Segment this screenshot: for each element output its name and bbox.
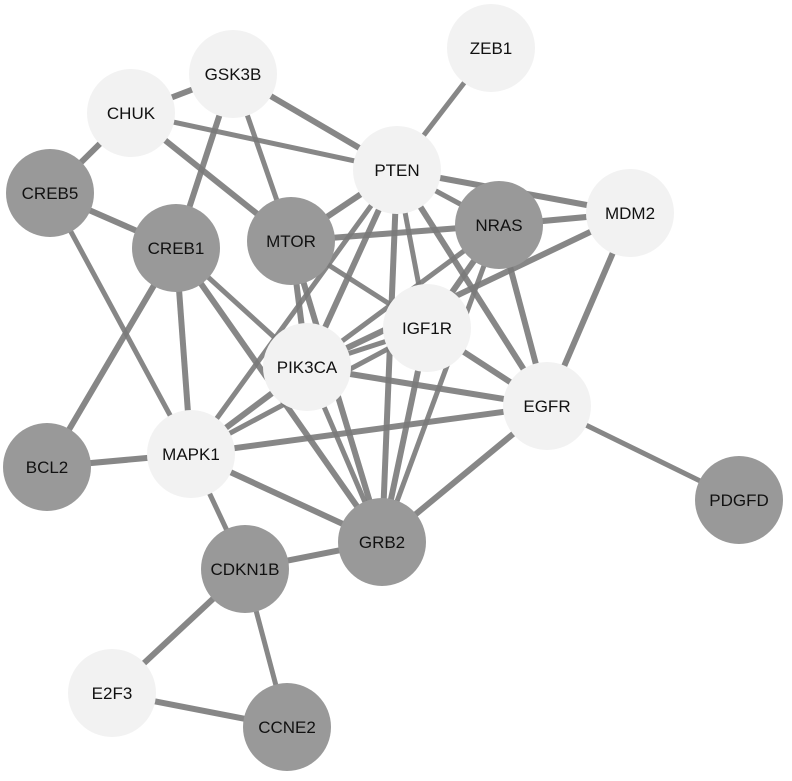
edge-chuk-pten [130,110,398,173]
node-circle-ccne2[interactable] [243,683,331,771]
node-circle-nras[interactable] [455,181,543,269]
node-mapk1[interactable]: MAPK1 [147,410,235,498]
node-label-pik3ca: PIK3CA [277,358,338,377]
node-circle-chuk[interactable] [87,69,175,157]
node-label-ccne2: CCNE2 [258,718,316,737]
node-zeb1[interactable]: ZEB1 [447,4,535,92]
node-circle-pten[interactable] [353,126,441,214]
edge-pten-mapk1 [188,168,400,456]
node-label-grb2: GRB2 [359,533,405,552]
node-label-chuk: CHUK [107,104,156,123]
node-label-pten: PTEN [374,161,419,180]
node-circle-grb2[interactable] [338,498,426,586]
node-circle-zeb1[interactable] [447,4,535,92]
edge-nras-grb2 [379,224,502,543]
node-label-igf1r: IGF1R [402,319,452,338]
node-circle-pik3ca[interactable] [263,323,351,411]
node-circle-pdgfd[interactable] [695,456,783,544]
node-mtor[interactable]: MTOR [247,197,335,285]
node-label-gsk3b: GSK3B [205,65,262,84]
node-label-mtor: MTOR [266,232,316,251]
node-e2f3[interactable]: E2F3 [68,649,156,737]
node-circle-creb5[interactable] [6,149,94,237]
node-chuk[interactable]: CHUK [87,69,175,157]
node-label-cdkn1b: CDKN1B [211,560,280,579]
node-circle-cdkn1b[interactable] [201,525,289,613]
edge-mdm2-pik3ca [305,210,632,370]
node-creb1[interactable]: CREB1 [132,204,220,292]
node-label-pdgfd: PDGFD [709,491,769,510]
node-egfr[interactable]: EGFR [503,362,591,450]
node-label-mdm2: MDM2 [605,204,655,223]
node-igf1r[interactable]: IGF1R [383,284,471,372]
node-label-mapk1: MAPK1 [162,445,220,464]
edge-egfr-mapk1 [190,403,548,457]
node-circle-bcl2[interactable] [3,423,91,511]
node-pik3ca[interactable]: PIK3CA [263,323,351,411]
node-label-e2f3: E2F3 [92,684,133,703]
node-bcl2[interactable]: BCL2 [3,423,91,511]
node-circle-igf1r[interactable] [383,284,471,372]
node-creb5[interactable]: CREB5 [6,149,94,237]
node-circle-mdm2[interactable] [586,169,674,257]
node-label-creb1: CREB1 [148,239,205,258]
edge-creb5-mapk1 [47,191,194,456]
node-nras[interactable]: NRAS [455,181,543,269]
node-mdm2[interactable]: MDM2 [586,169,674,257]
node-circle-egfr[interactable] [503,362,591,450]
node-pdgfd[interactable]: PDGFD [695,456,783,544]
node-ccne2[interactable]: CCNE2 [243,683,331,771]
node-circle-mtor[interactable] [247,197,335,285]
node-circle-e2f3[interactable] [68,649,156,737]
node-label-zeb1: ZEB1 [470,39,513,58]
node-grb2[interactable]: GRB2 [338,498,426,586]
node-pten[interactable]: PTEN [353,126,441,214]
node-circle-mapk1[interactable] [147,410,235,498]
node-label-egfr: EGFR [523,397,570,416]
node-circle-gsk3b[interactable] [189,30,277,118]
node-label-nras: NRAS [475,216,522,235]
node-label-creb5: CREB5 [22,184,79,203]
node-label-bcl2: BCL2 [26,458,69,477]
node-circle-creb1[interactable] [132,204,220,292]
node-cdkn1b[interactable]: CDKN1B [201,525,289,613]
node-gsk3b[interactable]: GSK3B [189,30,277,118]
